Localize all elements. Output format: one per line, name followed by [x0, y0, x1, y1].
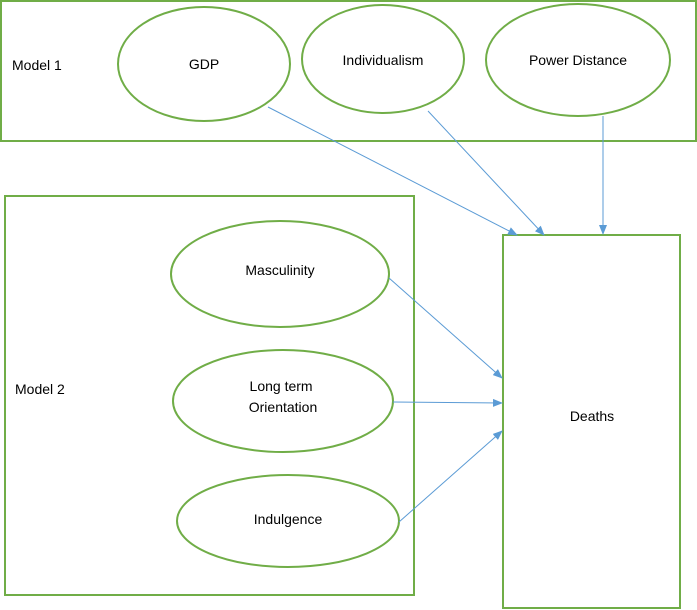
model-1-box — [0, 0, 697, 142]
model-1-label: Model 1 — [12, 57, 62, 73]
model-2-box — [4, 195, 415, 596]
model-2-label: Model 2 — [15, 381, 65, 397]
arrow-individualism-to-deaths — [427, 110, 545, 236]
indulgence-label: Indulgence — [254, 511, 323, 527]
deaths-box — [502, 234, 681, 609]
power-distance-node — [485, 3, 671, 117]
individualism-node — [301, 4, 465, 114]
long-term-orientation-node — [172, 349, 394, 453]
gdp-node — [117, 6, 291, 122]
arrow-long-term-orientation-to-deaths — [392, 398, 503, 407]
deaths-label: Deaths — [570, 408, 614, 424]
arrow-gdp-to-deaths — [267, 106, 518, 236]
individualism-label: Individualism — [343, 52, 424, 68]
arrow-masculinity-to-deaths — [388, 277, 503, 379]
masculinity-node — [170, 220, 390, 328]
gdp-label: GDP — [189, 56, 219, 72]
long-term-orientation-line-2: Orientation — [249, 399, 317, 415]
arrow-indulgence-to-deaths — [398, 430, 503, 523]
long-term-orientation-line-1: Long term — [250, 378, 313, 394]
power-distance-label: Power Distance — [529, 52, 627, 68]
long-term-orientation-label: Long term Orientation — [249, 378, 317, 415]
indulgence-node — [176, 474, 400, 568]
masculinity-label: Masculinity — [245, 262, 314, 278]
